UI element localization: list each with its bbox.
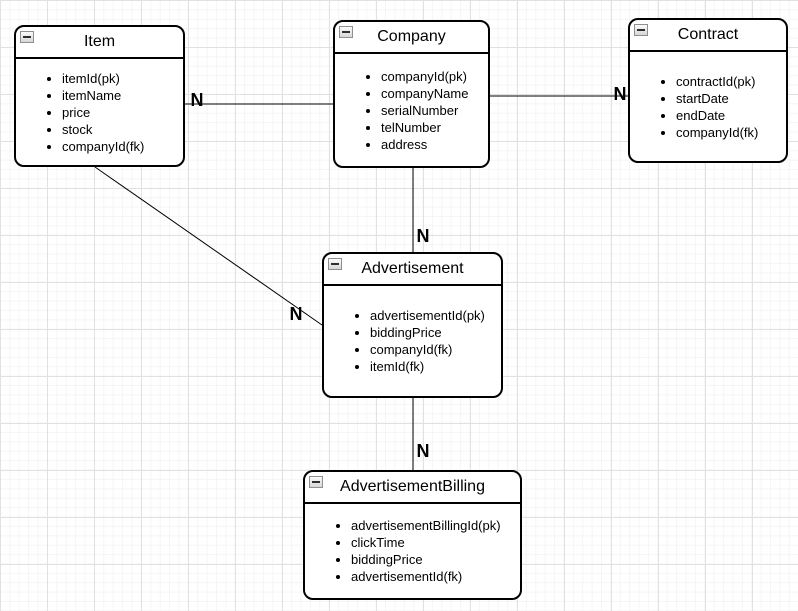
- entity-attribute: stock: [62, 121, 144, 138]
- entity-attribute: companyId(fk): [370, 341, 485, 358]
- entity-title: Company: [377, 28, 446, 45]
- entity-attribute: companyId(fk): [676, 124, 758, 141]
- collapse-minus-icon[interactable]: [309, 476, 323, 488]
- collapse-minus-icon[interactable]: [634, 24, 648, 36]
- entity-attribute: startDate: [676, 90, 758, 107]
- entity-attributes: companyId(pk)companyNameserialNumbertelN…: [335, 68, 468, 153]
- entity-attribute: telNumber: [381, 119, 468, 136]
- entity-attributes: contractId(pk)startDateendDatecompanyId(…: [630, 73, 758, 141]
- entity-advertisementbilling[interactable]: AdvertisementBilling advertisementBilling…: [303, 470, 522, 600]
- entity-attribute: itemId(fk): [370, 358, 485, 375]
- entity-attributes: advertisementBillingId(pk)clickTimebiddi…: [305, 517, 501, 585]
- cardinality-label-company-contract[interactable]: N: [613, 84, 627, 104]
- entity-attribute: biddingPrice: [370, 324, 485, 341]
- cardinality-label-item-company[interactable]: N: [190, 90, 204, 110]
- entity-body: contractId(pk)startDateendDatecompanyId(…: [630, 52, 786, 161]
- collapse-minus-icon[interactable]: [20, 31, 34, 43]
- collapse-minus-icon[interactable]: [339, 26, 353, 38]
- entity-header: AdvertisementBilling: [305, 472, 520, 504]
- entity-attribute: advertisementId(fk): [351, 568, 501, 585]
- entity-attribute: address: [381, 136, 468, 153]
- entity-title: Contract: [677, 26, 739, 43]
- entity-attribute: advertisementBillingId(pk): [351, 517, 501, 534]
- entity-contract[interactable]: Contract contractId(pk)startDateendDateco…: [628, 18, 788, 163]
- entity-attributes: itemId(pk)itemNamepricestockcompanyId(fk…: [16, 70, 144, 155]
- entity-attribute: companyName: [381, 85, 468, 102]
- entity-header: Advertisement: [324, 254, 501, 286]
- entity-attribute: clickTime: [351, 534, 501, 551]
- cardinality-label-advertisement-advertisementbilling[interactable]: N: [416, 441, 430, 461]
- entity-title: Advertisement: [361, 260, 464, 277]
- entity-item[interactable]: Item itemId(pk)itemNamepricestockcompanyI…: [14, 25, 185, 167]
- entity-attribute: biddingPrice: [351, 551, 501, 568]
- entity-header: Company: [335, 22, 488, 54]
- entity-body: advertisementId(pk)biddingPricecompanyId…: [324, 286, 501, 396]
- entity-attribute: endDate: [676, 107, 758, 124]
- entity-attribute: price: [62, 104, 144, 121]
- cardinality-label-company-advertisement[interactable]: N: [416, 226, 430, 246]
- entity-attribute: contractId(pk): [676, 73, 758, 90]
- entity-attribute: companyId(pk): [381, 68, 468, 85]
- collapse-minus-icon[interactable]: [328, 258, 342, 270]
- entity-attributes: advertisementId(pk)biddingPricecompanyId…: [324, 307, 485, 375]
- entity-company[interactable]: Company companyId(pk)companyNameserialNum…: [333, 20, 490, 168]
- connector-item-advertisement[interactable]: [94, 166, 323, 326]
- entity-advertisement[interactable]: Advertisement advertisementId(pk)biddingP…: [322, 252, 503, 398]
- entity-attribute: advertisementId(pk): [370, 307, 485, 324]
- entity-header: Item: [16, 27, 183, 59]
- entity-body: itemId(pk)itemNamepricestockcompanyId(fk…: [16, 59, 183, 165]
- entity-title: Item: [83, 33, 116, 50]
- cardinality-label-item-advertisement[interactable]: N: [289, 304, 303, 324]
- entity-attribute: companyId(fk): [62, 138, 144, 155]
- entity-title: AdvertisementBilling: [340, 478, 485, 495]
- entity-body: companyId(pk)companyNameserialNumbertelN…: [335, 54, 488, 166]
- entity-attribute: itemName: [62, 87, 144, 104]
- entity-attribute: serialNumber: [381, 102, 468, 119]
- entity-attribute: itemId(pk): [62, 70, 144, 87]
- entity-header: Contract: [630, 20, 786, 52]
- entity-body: advertisementBillingId(pk)clickTimebiddi…: [305, 504, 520, 598]
